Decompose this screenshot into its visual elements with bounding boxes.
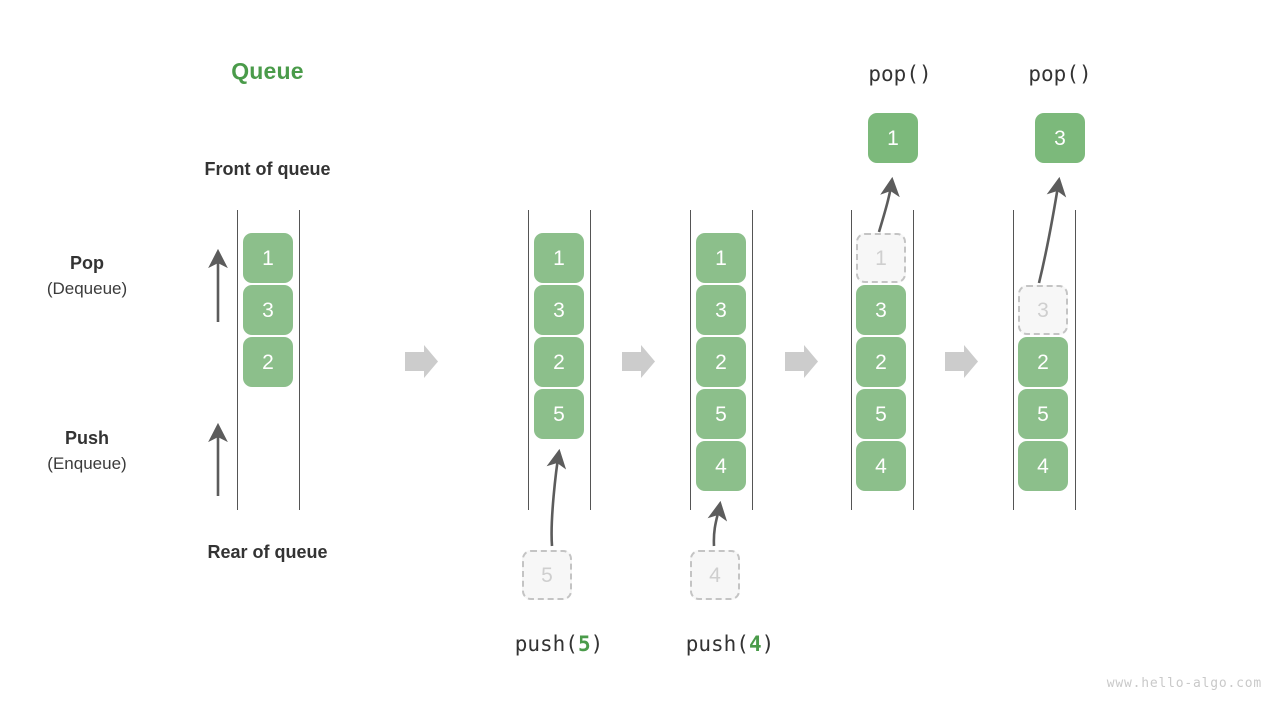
queue-rail-left-col0: [237, 210, 238, 510]
push-side-label: Push (Enqueue): [2, 425, 172, 477]
push-caption-prefix: push(: [685, 632, 749, 656]
queue-rail-right-col1: [590, 210, 591, 510]
queue-cell: 2: [856, 337, 906, 387]
queue-rail-left-col4: [1013, 210, 1014, 510]
push-caption-value: 5: [577, 632, 591, 656]
pop-label-subtitle: (Dequeue): [46, 279, 128, 298]
push-label-title: Push: [64, 428, 109, 448]
queue-cell: 5: [1018, 389, 1068, 439]
queue-cell: 2: [696, 337, 746, 387]
push-5-caption: push(5): [459, 632, 659, 656]
queue-cell-ghost: 3: [1018, 285, 1068, 335]
queue-cell: 4: [856, 441, 906, 491]
queue-cell: 2: [534, 337, 584, 387]
queue-cell: 1: [243, 233, 293, 283]
pop-label-title: Pop: [70, 253, 104, 273]
push-4-caption: push(4): [630, 632, 830, 656]
queue-rail-left-col2: [690, 210, 691, 510]
queue-cell: 3: [856, 285, 906, 335]
step-arrow: [405, 345, 438, 378]
queue-cell: 3: [534, 285, 584, 335]
pop-3-header: pop(): [1028, 62, 1092, 86]
queue-cell: 1: [696, 233, 746, 283]
rear-of-queue-label: Rear of queue: [207, 542, 328, 562]
queue-cell: 2: [243, 337, 293, 387]
queue-rail-left-col3: [851, 210, 852, 510]
push-4-arrow: [707, 500, 728, 547]
queue-rail-right-col3: [913, 210, 914, 510]
incoming-ghost-cell: 4: [690, 550, 740, 600]
pop-1-arrow: [877, 176, 900, 233]
push-caption-suffix: ): [590, 632, 604, 656]
pop-3-arrow: [1037, 176, 1067, 284]
push-5-arrow: [546, 448, 567, 547]
queue-cell: 3: [243, 285, 293, 335]
popped-cell: 1: [868, 113, 918, 163]
queue-rail-right-col0: [299, 210, 300, 510]
queue-cell-ghost: 1: [856, 233, 906, 283]
step-arrow: [945, 345, 978, 378]
queue-cell: 5: [534, 389, 584, 439]
step-arrow: [622, 345, 655, 378]
queue-cell: 5: [696, 389, 746, 439]
incoming-ghost-cell: 5: [522, 550, 572, 600]
step-arrow: [785, 345, 818, 378]
pop-side-label: Pop (Dequeue): [2, 250, 172, 302]
queue-rail-right-col2: [752, 210, 753, 510]
queue-cell: 4: [1018, 441, 1068, 491]
page-title: Queue: [231, 58, 304, 84]
push-caption-prefix: push(: [514, 632, 578, 656]
front-of-queue-label: Front of queue: [204, 159, 331, 179]
push-label-subtitle: (Enqueue): [47, 454, 127, 473]
watermark: www.hello-algo.com: [1106, 676, 1262, 691]
pop-1-header: pop(): [868, 62, 932, 86]
popped-cell: 3: [1035, 113, 1085, 163]
queue-cell: 1: [534, 233, 584, 283]
queue-cell: 5: [856, 389, 906, 439]
queue-cell: 3: [696, 285, 746, 335]
queue-rail-right-col4: [1075, 210, 1076, 510]
queue-cell: 4: [696, 441, 746, 491]
queue-rail-left-col1: [528, 210, 529, 510]
push-caption-value: 4: [748, 632, 762, 656]
push-caption-suffix: ): [761, 632, 775, 656]
queue-cell: 2: [1018, 337, 1068, 387]
